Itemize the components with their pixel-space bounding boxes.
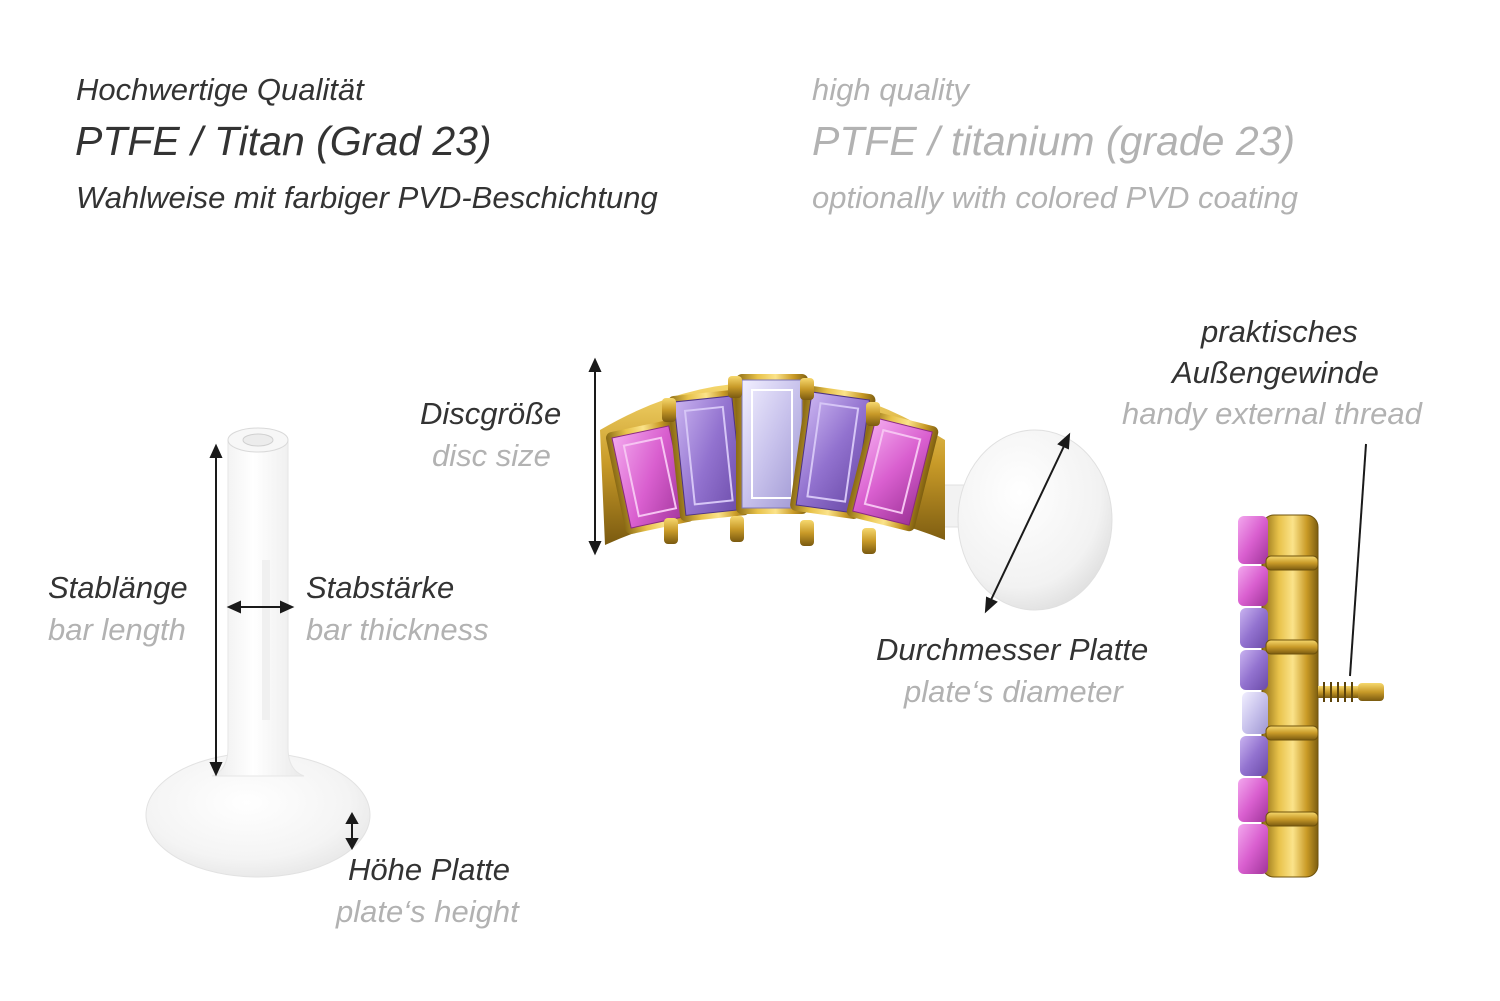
bar-length-label-en: bar length — [48, 612, 186, 647]
header-en-material: PTFE / titanium (grade 23) — [812, 118, 1296, 164]
plate-diameter-label-de: Durchmesser Platte — [876, 632, 1149, 667]
bar-thickness-label-en: bar thickness — [306, 612, 489, 647]
disc-size-arrow — [588, 357, 602, 556]
ptfe-labret-bar — [145, 427, 371, 878]
external-thread-label-de-2: Außengewinde — [1172, 355, 1379, 390]
gem-top — [600, 374, 945, 554]
ptfe-disc-plate — [929, 429, 1113, 611]
header-en-quality: high quality — [812, 72, 969, 107]
bar-length-label-de: Stablänge — [48, 570, 188, 605]
bar-thickness-label-de: Stabstärke — [306, 570, 455, 605]
bar-length-arrow — [209, 443, 223, 777]
plate-height-label-en: plate‘s height — [336, 894, 519, 929]
header-en-coating: optionally with colored PVD coating — [812, 180, 1298, 215]
disc-size-label-de: Discgröße — [420, 396, 562, 431]
disc-size-label-en: disc size — [432, 438, 551, 473]
plate-height-arrow — [345, 811, 359, 851]
bar-thickness-arrow — [226, 600, 295, 614]
header-de-quality: Hochwertige Qualität — [76, 72, 364, 107]
thread-pointer-line — [1349, 443, 1367, 677]
header-de-material: PTFE / Titan (Grad 23) — [75, 118, 492, 164]
header-de-coating: Wahlweise mit farbiger PVD-Beschichtung — [76, 180, 658, 215]
external-thread-label-en: handy external thread — [1122, 396, 1422, 431]
side-view-top — [1238, 514, 1384, 878]
external-thread-label-de-1: praktisches — [1201, 314, 1358, 349]
plate-diameter-label-en: plate‘s diameter — [904, 674, 1123, 709]
plate-diameter-arrow — [984, 432, 1071, 614]
plate-height-label-de: Höhe Platte — [348, 852, 510, 887]
